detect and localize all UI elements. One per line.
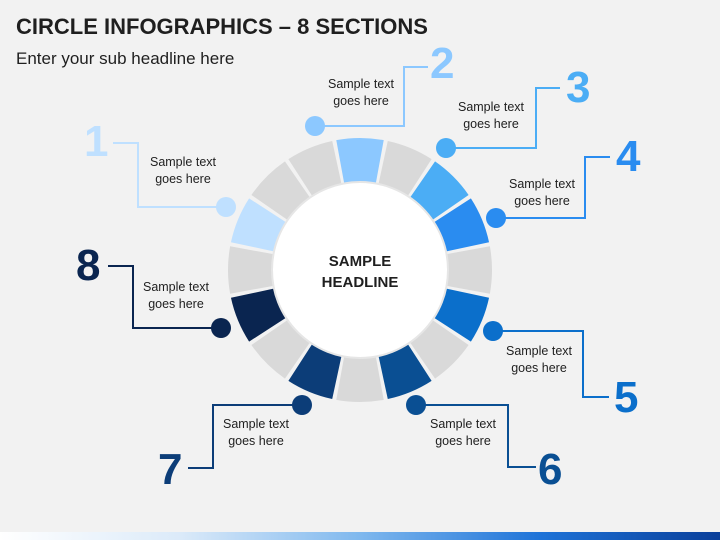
connector-2 xyxy=(316,66,428,127)
ring-segment-1 xyxy=(230,198,288,252)
ring-segment-8 xyxy=(230,288,288,342)
ring-separator xyxy=(444,246,492,294)
dot-4 xyxy=(486,208,506,228)
connector-8 xyxy=(108,265,221,329)
section-label-1-line2: goes here xyxy=(155,172,211,186)
section-label-6-line2: goes here xyxy=(435,434,491,448)
section-label-2-line2: goes here xyxy=(333,94,389,108)
page-subtitle: Enter your sub headline here xyxy=(16,49,235,68)
ring-segment-3 xyxy=(408,161,469,222)
connector-4 xyxy=(497,156,610,219)
section-label-3: Sample text goes here xyxy=(436,99,546,133)
center-headline-line2: HEADLINE xyxy=(322,274,399,291)
section-label-4-line2: goes here xyxy=(514,194,570,208)
section-number-8: 8 xyxy=(76,241,101,290)
section-number-5: 5 xyxy=(614,373,639,422)
ring-separator xyxy=(336,354,384,402)
connector-3 xyxy=(446,87,560,149)
section-number-6: 6 xyxy=(538,445,563,494)
section-label-2: Sample text goes here xyxy=(306,76,416,110)
ring-segment-2 xyxy=(336,138,384,186)
section-label-2-line1: Sample text xyxy=(327,77,394,91)
ring-separator xyxy=(288,140,342,198)
ring-separator xyxy=(408,318,469,379)
center-headline-line1: SAMPLE xyxy=(329,253,392,270)
ring-separator xyxy=(251,318,312,379)
section-number-4: 4 xyxy=(616,132,641,181)
connector-6 xyxy=(417,404,536,468)
dot-8 xyxy=(211,318,231,338)
section-label-1-line1: Sample text xyxy=(149,155,216,169)
section-label-6-line1: Sample text xyxy=(429,417,496,431)
dot-2 xyxy=(305,116,325,136)
dot-1 xyxy=(216,197,236,217)
section-label-8: Sample text goes here xyxy=(121,279,231,313)
ring-separator xyxy=(228,246,276,294)
page-title: CIRCLE INFOGRAPHICS – 8 SECTIONS xyxy=(16,14,428,39)
section-number-7: 7 xyxy=(158,445,183,494)
connector-7 xyxy=(188,404,302,469)
connector-5 xyxy=(493,330,609,398)
ring-segment-5 xyxy=(432,288,490,342)
dot-3 xyxy=(436,138,456,158)
section-label-5-line2: goes here xyxy=(511,361,567,375)
dot-6 xyxy=(406,395,426,415)
ring-separator xyxy=(378,140,432,198)
section-number-1: 1 xyxy=(84,117,109,166)
section-label-7-line2: goes here xyxy=(228,434,284,448)
ring-segment-7 xyxy=(288,342,342,400)
section-label-7-line1: Sample text xyxy=(222,417,289,431)
section-number-2: 2 xyxy=(430,39,455,88)
section-label-4-line1: Sample text xyxy=(508,177,575,191)
section-label-8-line2: goes here xyxy=(148,297,204,311)
ring-segment-4 xyxy=(432,198,490,252)
section-label-6: Sample text goes here xyxy=(408,416,518,450)
section-label-5-line1: Sample text xyxy=(505,344,572,358)
ring-separator xyxy=(251,161,312,222)
dot-5 xyxy=(483,321,503,341)
center-circle xyxy=(271,181,449,359)
section-label-4: Sample text goes here xyxy=(487,176,597,210)
section-label-3-line1: Sample text xyxy=(457,100,524,114)
ring-segment-6 xyxy=(378,342,432,400)
section-label-3-line2: goes here xyxy=(463,117,519,131)
connector-1 xyxy=(113,142,225,208)
section-number-3: 3 xyxy=(566,63,591,112)
section-label-5: Sample text goes here xyxy=(484,343,594,377)
section-label-8-line1: Sample text xyxy=(142,280,209,294)
section-label-7: Sample text goes here xyxy=(201,416,311,450)
section-label-1: Sample text goes here xyxy=(128,154,238,188)
dot-7 xyxy=(292,395,312,415)
footer-gradient-bar xyxy=(0,532,720,540)
ring xyxy=(228,138,492,402)
